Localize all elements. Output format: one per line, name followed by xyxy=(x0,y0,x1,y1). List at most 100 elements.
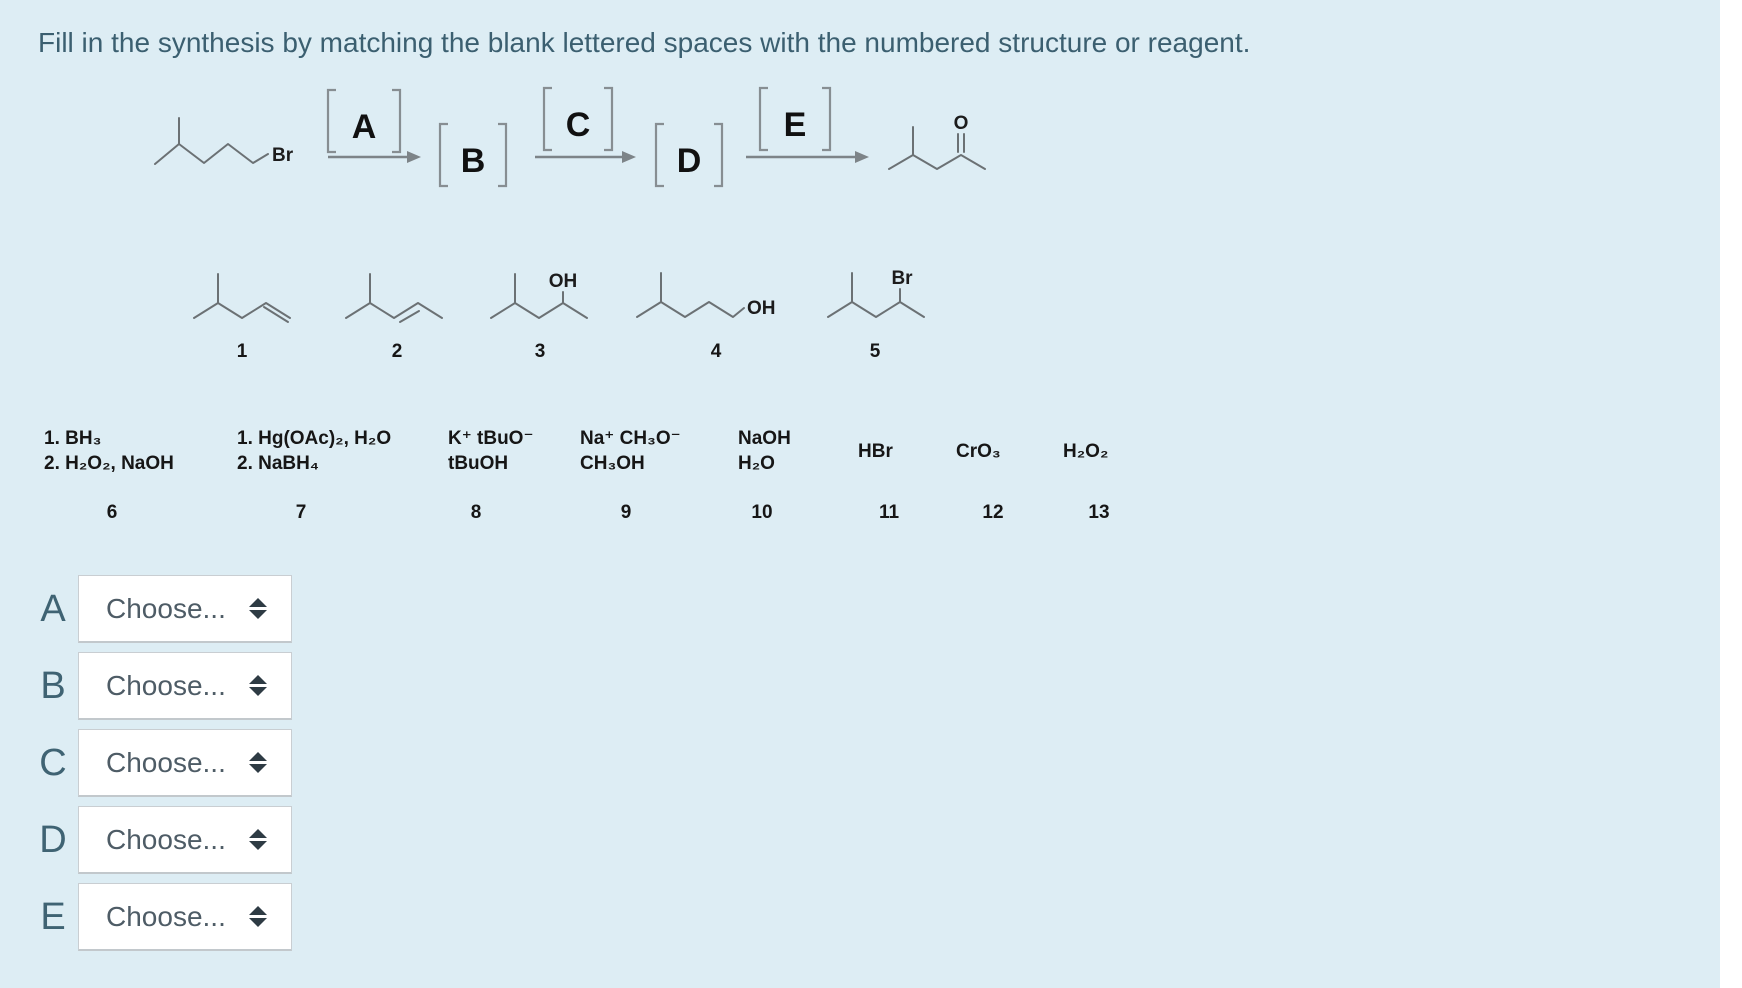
bond-path xyxy=(490,273,588,319)
bromo-label-5: Br xyxy=(891,268,913,289)
reagent-line: H₂O₂ xyxy=(1063,440,1109,462)
answer-label-a: A xyxy=(40,588,66,630)
answer-label-e: E xyxy=(40,896,66,938)
bond-path xyxy=(636,272,745,318)
reagent-number-9: 9 xyxy=(620,502,632,523)
answer-row-b: B Choose... xyxy=(38,652,292,720)
answer-row-a: A Choose... xyxy=(38,575,292,643)
bracket-path xyxy=(758,86,832,152)
carbonyl-oxygen-label: O xyxy=(954,113,969,134)
updown-arrows-icon xyxy=(249,828,267,852)
reagent-option-10: NaOH H₂O xyxy=(738,426,791,476)
reagent-line: K⁺ tBuO⁻ xyxy=(448,428,534,449)
blank-d-bracket: D xyxy=(654,122,724,188)
reagent-line: 1. Hg(OAc)₂, H₂O xyxy=(237,428,392,449)
reagent-line: CrO₃ xyxy=(956,440,1001,462)
structure-option-1: 1 xyxy=(193,273,291,362)
selected-value: Choose... xyxy=(106,823,226,855)
reagent-option-8: K⁺ tBuO⁻ tBuOH xyxy=(448,426,534,476)
reagent-line: H₂O xyxy=(738,453,775,474)
reagent-line: NaOH xyxy=(738,428,791,449)
structure-number-1: 1 xyxy=(237,341,248,362)
terminal-double-bond xyxy=(263,306,289,323)
reagent-line: 2. H₂O₂, NaOH xyxy=(44,453,174,474)
bracket-path xyxy=(326,88,402,154)
hydroxyl-label-4: OH xyxy=(747,298,776,319)
updown-arrows-icon xyxy=(249,674,267,698)
reagent-line: tBuOH xyxy=(448,453,509,474)
reagent-number-7: 7 xyxy=(295,502,307,523)
structure-option-2: 2 xyxy=(345,273,443,362)
product-structure: O xyxy=(888,113,986,170)
reagent-number-11: 11 xyxy=(878,502,900,523)
reagent-option-7: 1. Hg(OAc)₂, H₂O 2. NaBH₄ xyxy=(237,426,391,476)
answer-select-e[interactable]: Choose... xyxy=(78,883,292,951)
answer-label-c: C xyxy=(39,742,67,784)
bracket-path xyxy=(438,122,508,188)
structure-option-3: OH 3 xyxy=(490,271,588,362)
bond-path xyxy=(345,273,443,319)
answer-select-d[interactable]: Choose... xyxy=(78,806,292,874)
blank-letter-e: E xyxy=(784,106,807,144)
structure-number-4: 4 xyxy=(711,341,722,362)
reaction-scheme: Br A B C D E xyxy=(154,86,986,188)
blank-letter-a: A xyxy=(352,108,377,146)
structure-number-5: 5 xyxy=(870,341,881,362)
bracket-path xyxy=(654,122,724,188)
reagent-number-6: 6 xyxy=(106,502,118,523)
structure-options: 1 2 OH 3 OH 4 Br 5 xyxy=(193,268,925,362)
answer-row-d: D Choose... xyxy=(38,806,292,874)
selected-value: Choose... xyxy=(106,746,226,778)
bracket-path xyxy=(542,86,614,152)
reagent-number-8: 8 xyxy=(470,502,482,523)
blank-a-bracket: A xyxy=(326,88,402,154)
structure-option-4: OH 4 xyxy=(636,272,776,362)
answer-label-d: D xyxy=(39,819,67,861)
bond-path xyxy=(827,272,925,318)
blank-letter-d: D xyxy=(677,142,702,180)
answer-row-c: C Choose... xyxy=(38,729,292,797)
answer-select-c[interactable]: Choose... xyxy=(78,729,292,797)
selected-value: Choose... xyxy=(106,900,226,932)
reagent-option-9: Na⁺ CH₃O⁻ CH₃OH xyxy=(580,426,681,476)
updown-arrows-icon xyxy=(249,751,267,775)
start-material-structure: Br xyxy=(154,117,294,166)
bond-path xyxy=(154,117,269,165)
blank-letter-c: C xyxy=(566,106,591,144)
page-right-gutter xyxy=(1720,0,1742,988)
reagent-number-13: 13 xyxy=(1088,502,1110,523)
reagent-option-6: 1. BH₃ 2. H₂O₂, NaOH xyxy=(44,426,174,476)
reagent-line: 2. NaBH₄ xyxy=(237,453,319,474)
internal-double-bond xyxy=(399,310,420,323)
question-title: Fill in the synthesis by matching the bl… xyxy=(38,27,1251,58)
bond-path xyxy=(888,126,986,170)
reagent-option-12: CrO₃ xyxy=(956,426,1001,476)
step-arrow-a xyxy=(328,151,421,163)
reagent-number-12: 12 xyxy=(982,502,1004,523)
reagent-option-11: HBr xyxy=(858,426,893,476)
answer-label-b: B xyxy=(40,665,66,707)
updown-arrows-icon xyxy=(249,905,267,929)
blank-b-bracket: B xyxy=(438,122,508,188)
selected-value: Choose... xyxy=(106,592,226,624)
updown-arrows-icon xyxy=(249,597,267,621)
bond-path xyxy=(193,273,291,319)
structure-number-3: 3 xyxy=(535,341,546,362)
bromo-label: Br xyxy=(272,145,294,166)
reagent-number-10: 10 xyxy=(751,502,773,523)
blank-e-bracket: E xyxy=(758,86,832,152)
reagent-line: Na⁺ CH₃O⁻ xyxy=(580,428,681,449)
answer-select-b[interactable]: Choose... xyxy=(78,652,292,720)
answer-row-e: E Choose... xyxy=(38,883,292,951)
carbonyl-double-bond xyxy=(957,133,965,153)
reagent-line: 1. BH₃ xyxy=(44,428,102,449)
reagent-option-13: H₂O₂ xyxy=(1063,426,1108,476)
hydroxyl-label-3: OH xyxy=(549,271,578,292)
step-arrow-c xyxy=(535,151,636,163)
structure-number-2: 2 xyxy=(392,341,403,362)
structure-option-5: Br 5 xyxy=(827,268,925,362)
answer-select-a[interactable]: Choose... xyxy=(78,575,292,643)
blank-letter-b: B xyxy=(461,142,486,180)
step-arrow-e xyxy=(746,151,869,163)
